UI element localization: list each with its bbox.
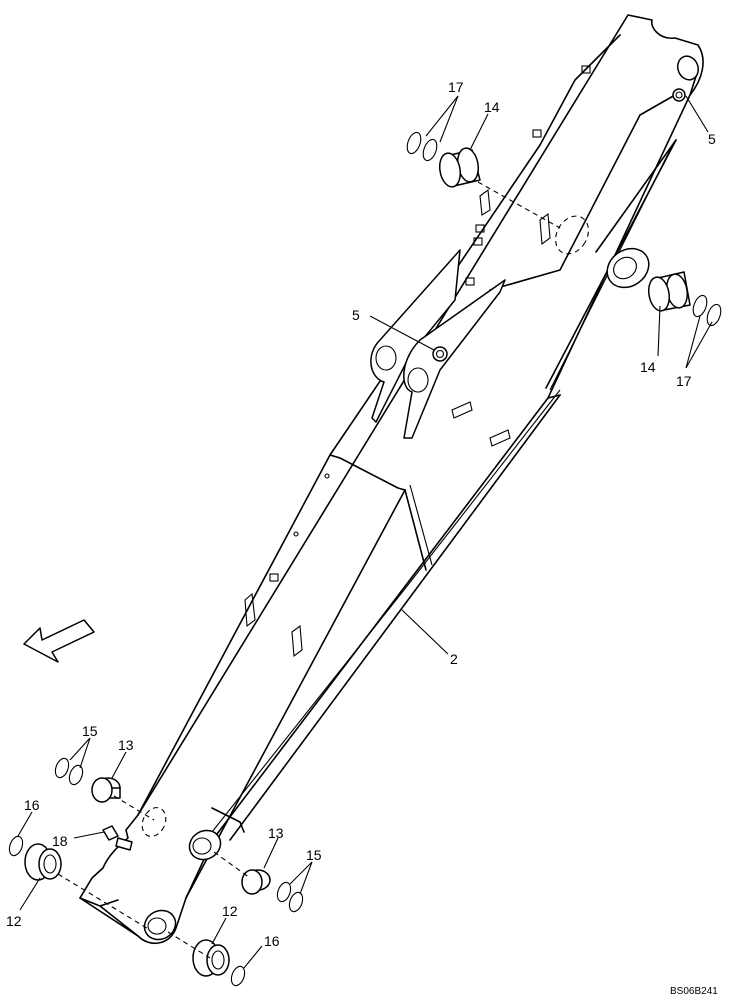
callout-14-top: 14 — [484, 99, 500, 115]
hidden-boss-upper — [555, 215, 589, 255]
arm-body — [79, 14, 704, 945]
hidden-boss-lower — [141, 807, 167, 837]
callout-18: 18 — [52, 833, 68, 849]
callout-12-left: 12 — [6, 913, 22, 929]
callout-15-left: 15 — [82, 723, 98, 739]
body-tabs — [244, 65, 591, 658]
callout-13-right: 13 — [268, 825, 284, 841]
boss-bottom-end — [143, 909, 177, 941]
callout-15-right: 15 — [306, 847, 322, 863]
shims-15-left — [54, 757, 84, 786]
callout-labels: 17 14 5 5 14 17 2 15 13 16 18 12 13 15 1… — [6, 79, 716, 949]
grease-fitting-mid — [432, 346, 448, 362]
callout-14-right: 14 — [640, 359, 656, 375]
bushing-14-right — [647, 271, 691, 312]
front-direction-arrow-icon — [23, 619, 95, 663]
shims-15-right — [276, 881, 304, 913]
shims-17-right — [692, 294, 722, 327]
callout-13-left: 13 — [118, 737, 134, 753]
bushing-13-right — [241, 869, 271, 895]
flange-bushing-12-bottom — [192, 939, 230, 977]
callout-5-mid: 5 — [352, 307, 360, 323]
shim-16-left — [8, 835, 24, 857]
assembly-lines — [57, 181, 561, 959]
bushing-13-left — [91, 777, 121, 803]
drawing-code: BS06B241 — [670, 986, 718, 997]
callout-5-right: 5 — [708, 131, 716, 147]
fitting-18 — [102, 825, 133, 851]
boss-top-end — [676, 55, 700, 81]
callout-16-bottom: 16 — [264, 933, 280, 949]
callout-12-bottom: 12 — [222, 903, 238, 919]
boss-right-upper — [606, 247, 650, 289]
arm-pin-bosses — [141, 55, 700, 941]
shims-17-top — [406, 131, 438, 162]
flange-bushing-12-left — [24, 843, 62, 881]
bracket-lugs — [370, 249, 506, 439]
callout-2: 2 — [450, 651, 458, 667]
callout-16-left: 16 — [24, 797, 40, 813]
bushing-14-top — [438, 147, 481, 188]
leader-lines — [17, 95, 713, 969]
callout-17-top: 17 — [448, 79, 464, 95]
grease-fitting-top — [672, 88, 686, 102]
shim-16-bottom — [230, 965, 246, 987]
callout-17-right: 17 — [676, 373, 692, 389]
